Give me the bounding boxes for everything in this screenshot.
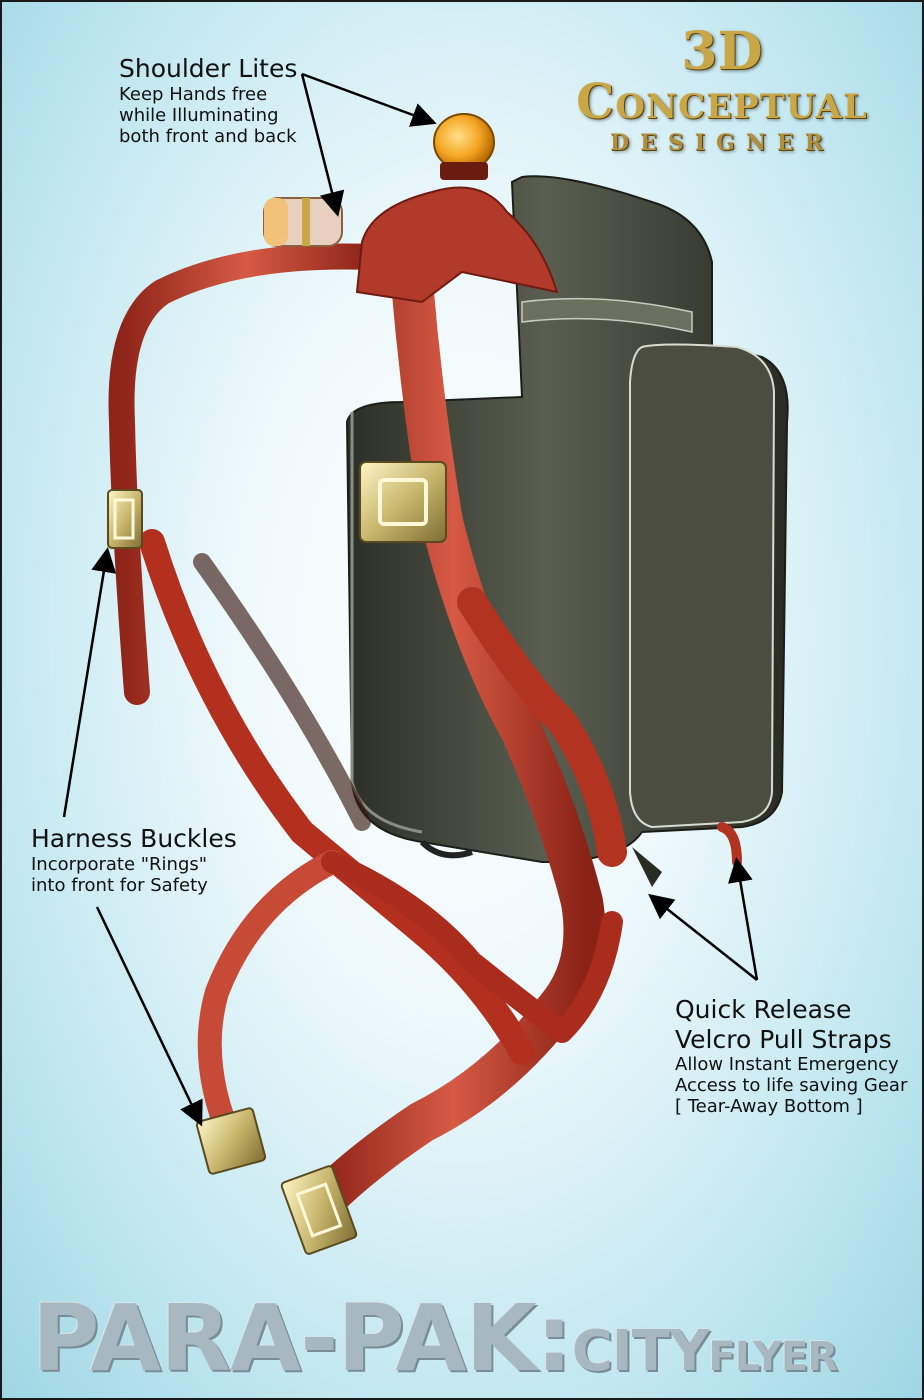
callout-heading: Quick Release [675,995,852,1024]
callout-line: while Illuminating [119,104,279,126]
callout-line: Keep Hands free [119,83,268,105]
callout-shoulder-lites: Shoulder Lites Keep Hands free while Ill… [119,54,297,147]
logo-line-2: Conceptual [576,74,868,130]
title-part-3: FLYER [708,1334,838,1380]
callout-heading: Shoulder Lites [119,54,298,83]
product-title: PARA-PAK:CITYFLYER [32,1285,838,1392]
callout-line: [ Tear-Away Bottom ] [675,1096,863,1118]
shoulder-lite-top [433,113,495,180]
logo-line-3: DESIGNER [610,130,834,156]
callout-heading: Velcro Pull Straps [675,1024,892,1054]
harness-buckle-bottom-right [280,1165,358,1255]
callout-harness-buckles: Harness Buckles Incorporate "Rings" into… [31,824,237,896]
title-part-2: CITY [571,1319,710,1384]
shoulder-pad [355,186,559,304]
callout-line: both front and back [119,125,297,147]
callout-line: Access to life saving Gear [675,1075,908,1097]
arrow-shoulder-left [300,73,345,217]
callout-line: Allow Instant Emergency [675,1054,899,1075]
callout-line: Incorporate "Rings" [31,853,208,875]
velcro-tab [632,847,662,887]
callout-heading: Harness Buckles [31,824,237,853]
shoulder-lite-left [263,197,343,247]
chest-buckle [359,461,447,543]
callout-arrows [62,72,759,1127]
arrow-release-strap [728,857,759,981]
harness-straps [108,243,742,1223]
arrow-release-tab [648,893,758,981]
harness-buckle-bottom-left [195,1107,267,1175]
arrow-harness-bottom [95,906,203,1127]
pack-body [345,175,789,887]
arrow-shoulder-top [301,72,437,127]
callout-quick-release: Quick Release Velcro Pull Straps Allow I… [675,995,907,1118]
title-part-1: PARA-PAK: [32,1285,573,1392]
harness-buckle-left [107,489,143,549]
callout-line: into front for Safety [31,874,208,896]
logo-3d-conceptual-designer: 3D Conceptual DESIGNER [542,21,902,157]
arrow-harness-left [62,547,117,818]
logo-line-1: 3D [681,21,763,82]
